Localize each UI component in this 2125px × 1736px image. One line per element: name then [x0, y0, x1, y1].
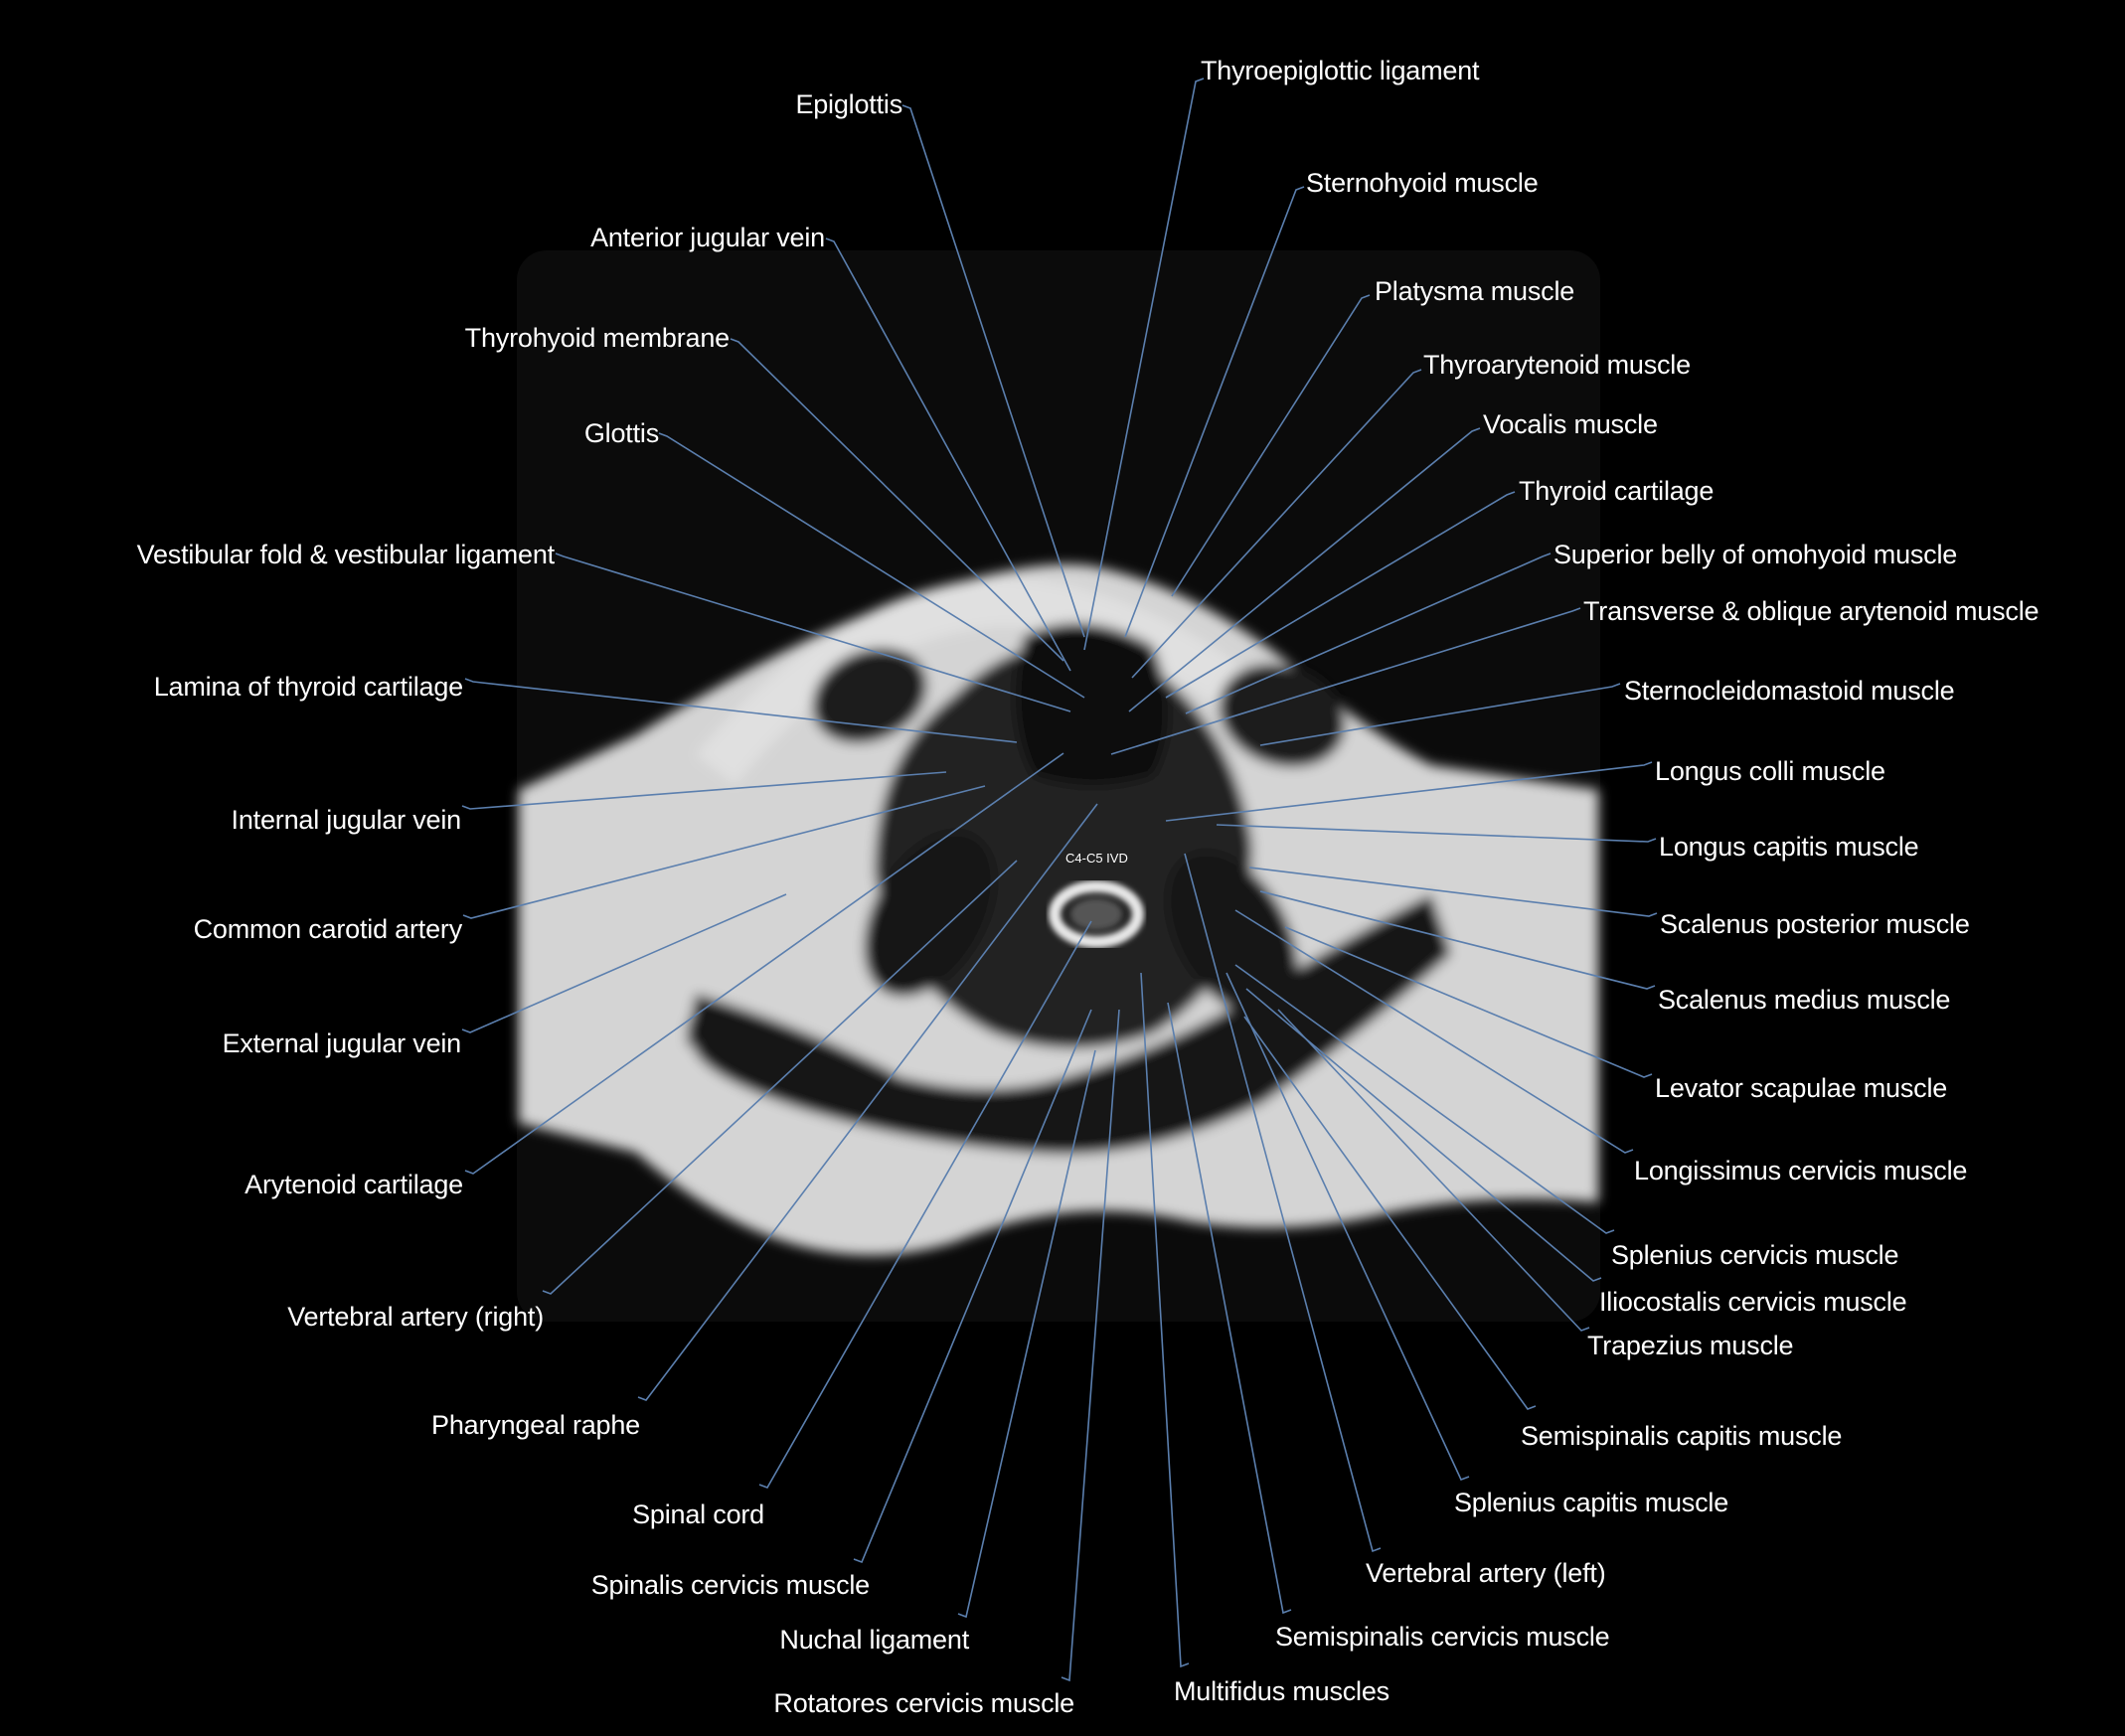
leader-line-anterior-jugular-vein — [825, 237, 1071, 672]
leader-line-levator-scapulae-muscle — [1284, 926, 1653, 1078]
leader-line-arytenoid-cartilage — [464, 752, 1064, 1175]
leader-line-vestibular-fold-vestibular-ligament — [555, 552, 1071, 712]
leader-line-glottis — [658, 432, 1085, 699]
leader-line-longissimus-cervicis-muscle — [1234, 909, 1634, 1154]
label-multifidus-muscles: Multifidus muscles — [1174, 1676, 1389, 1706]
label-levator-scapulae-muscle: Levator scapulae muscle — [1655, 1073, 1948, 1103]
leader-line-longus-colli-muscle — [1165, 761, 1653, 822]
label-semispinalis-cervicis-muscle: Semispinalis cervicis muscle — [1275, 1622, 1610, 1652]
slice-level-label: C4-C5 IVD — [1065, 851, 1128, 866]
label-nuchal-ligament: Nuchal ligament — [779, 1625, 969, 1655]
leader-line-vertebral-artery-left — [1184, 853, 1382, 1553]
label-sternohyoid-muscle: Sternohyoid muscle — [1306, 168, 1539, 198]
leader-line-sternohyoid-muscle — [1124, 186, 1305, 638]
label-thyroepiglottic-ligament: Thyroepiglottic ligament — [1201, 56, 1480, 85]
leader-line-splenius-cervicis-muscle — [1234, 964, 1615, 1234]
label-semispinalis-capitis-muscle: Semispinalis capitis muscle — [1521, 1421, 1843, 1451]
leader-line-thyroid-cartilage — [1165, 491, 1516, 699]
label-spinalis-cervicis-muscle: Spinalis cervicis muscle — [590, 1570, 870, 1600]
label-common-carotid-artery: Common carotid artery — [193, 914, 463, 944]
leader-line-multifidus-muscles — [1140, 972, 1190, 1668]
leader-line-platysma-muscle — [1171, 294, 1371, 597]
leader-line-spinalis-cervicis-muscle — [853, 1009, 1092, 1564]
leader-line-thyrohyoid-membrane — [730, 338, 1064, 662]
label-transverse-oblique-arytenoid-muscle: Transverse & oblique arytenoid muscle — [1583, 596, 2040, 626]
leader-line-thyroepiglottic-ligament — [1083, 78, 1205, 651]
leader-line-epiglottis — [901, 104, 1085, 638]
leader-line-nuchal-ligament — [957, 1049, 1096, 1619]
leader-line-scalenus-medius-muscle — [1259, 890, 1656, 990]
label-external-jugular-vein: External jugular vein — [222, 1028, 462, 1058]
label-anterior-jugular-vein: Anterior jugular vein — [590, 223, 825, 252]
leader-line-spinal-cord — [758, 920, 1092, 1489]
leader-line-semispinalis-capitis-muscle — [1243, 1016, 1537, 1410]
label-internal-jugular-vein: Internal jugular vein — [231, 805, 462, 835]
leader-line-trapezius-muscle — [1277, 1009, 1590, 1332]
label-glottis: Glottis — [583, 418, 659, 448]
label-longus-colli-muscle: Longus colli muscle — [1655, 756, 1885, 786]
leader-line-rotatores-cervicis-muscle — [1061, 1009, 1120, 1682]
label-superior-belly-of-omohyoid-muscle: Superior belly of omohyoid muscle — [1553, 540, 1958, 569]
leader-line-iliocostalis-cervicis-muscle — [1245, 988, 1602, 1282]
label-vertebral-artery-right: Vertebral artery (right) — [287, 1302, 544, 1332]
leader-line-semispinalis-cervicis-muscle — [1167, 1002, 1292, 1615]
label-pharyngeal-raphe: Pharyngeal raphe — [431, 1410, 640, 1440]
label-longissimus-cervicis-muscle: Longissimus cervicis muscle — [1634, 1156, 1968, 1185]
label-sternocleidomastoid-muscle: Sternocleidomastoid muscle — [1624, 676, 1955, 706]
label-platysma-muscle: Platysma muscle — [1375, 276, 1575, 306]
label-scalenus-medius-muscle: Scalenus medius muscle — [1658, 985, 1951, 1015]
label-thyroarytenoid-muscle: Thyroarytenoid muscle — [1423, 350, 1691, 380]
label-thyrohyoid-membrane: Thyrohyoid membrane — [464, 323, 731, 353]
leader-line-vertebral-artery-right — [542, 860, 1018, 1295]
leader-line-common-carotid-artery — [462, 785, 986, 919]
leader-line-splenius-capitis-muscle — [1226, 972, 1470, 1482]
leader-line-lamina-of-thyroid-cartilage — [464, 678, 1018, 743]
spinal-canal — [1049, 880, 1144, 948]
label-spinal-cord: Spinal cord — [632, 1499, 764, 1529]
leader-line-sternocleidomastoid-muscle — [1259, 683, 1621, 746]
leader-line-longus-capitis-muscle — [1216, 824, 1657, 843]
label-vertebral-artery-left: Vertebral artery (left) — [1366, 1558, 1606, 1588]
label-vocalis-muscle: Vocalis muscle — [1483, 409, 1658, 439]
label-thyroid-cartilage: Thyroid cartilage — [1519, 476, 1715, 506]
label-scalenus-posterior-muscle: Scalenus posterior muscle — [1660, 909, 1970, 939]
label-splenius-capitis-muscle: Splenius capitis muscle — [1454, 1488, 1729, 1517]
label-iliocostalis-cervicis-muscle: Iliocostalis cervicis muscle — [1599, 1287, 1907, 1317]
leader-line-internal-jugular-vein — [461, 771, 947, 810]
leader-lines — [461, 78, 1658, 1682]
leader-line-transverse-oblique-arytenoid-muscle — [1110, 607, 1581, 755]
leader-line-scalenus-posterior-muscle — [1248, 867, 1658, 917]
leader-line-thyroarytenoid-muscle — [1131, 369, 1422, 679]
leader-line-pharyngeal-raphe — [637, 803, 1098, 1401]
label-vestibular-fold-vestibular-ligament: Vestibular fold & vestibular ligament — [136, 540, 556, 569]
label-longus-capitis-muscle: Longus capitis muscle — [1659, 832, 1919, 862]
label-trapezius-muscle: Trapezius muscle — [1587, 1331, 1794, 1360]
label-splenius-cervicis-muscle: Splenius cervicis muscle — [1611, 1240, 1899, 1270]
label-rotatores-cervicis-muscle: Rotatores cervicis muscle — [773, 1688, 1074, 1718]
leader-line-superior-belly-of-omohyoid-muscle — [1185, 552, 1552, 714]
label-lamina-of-thyroid-cartilage: Lamina of thyroid cartilage — [153, 672, 463, 702]
leader-line-external-jugular-vein — [461, 893, 787, 1033]
label-epiglottis: Epiglottis — [795, 89, 902, 119]
label-arytenoid-cartilage: Arytenoid cartilage — [245, 1170, 463, 1199]
leader-line-vocalis-muscle — [1128, 427, 1481, 712]
